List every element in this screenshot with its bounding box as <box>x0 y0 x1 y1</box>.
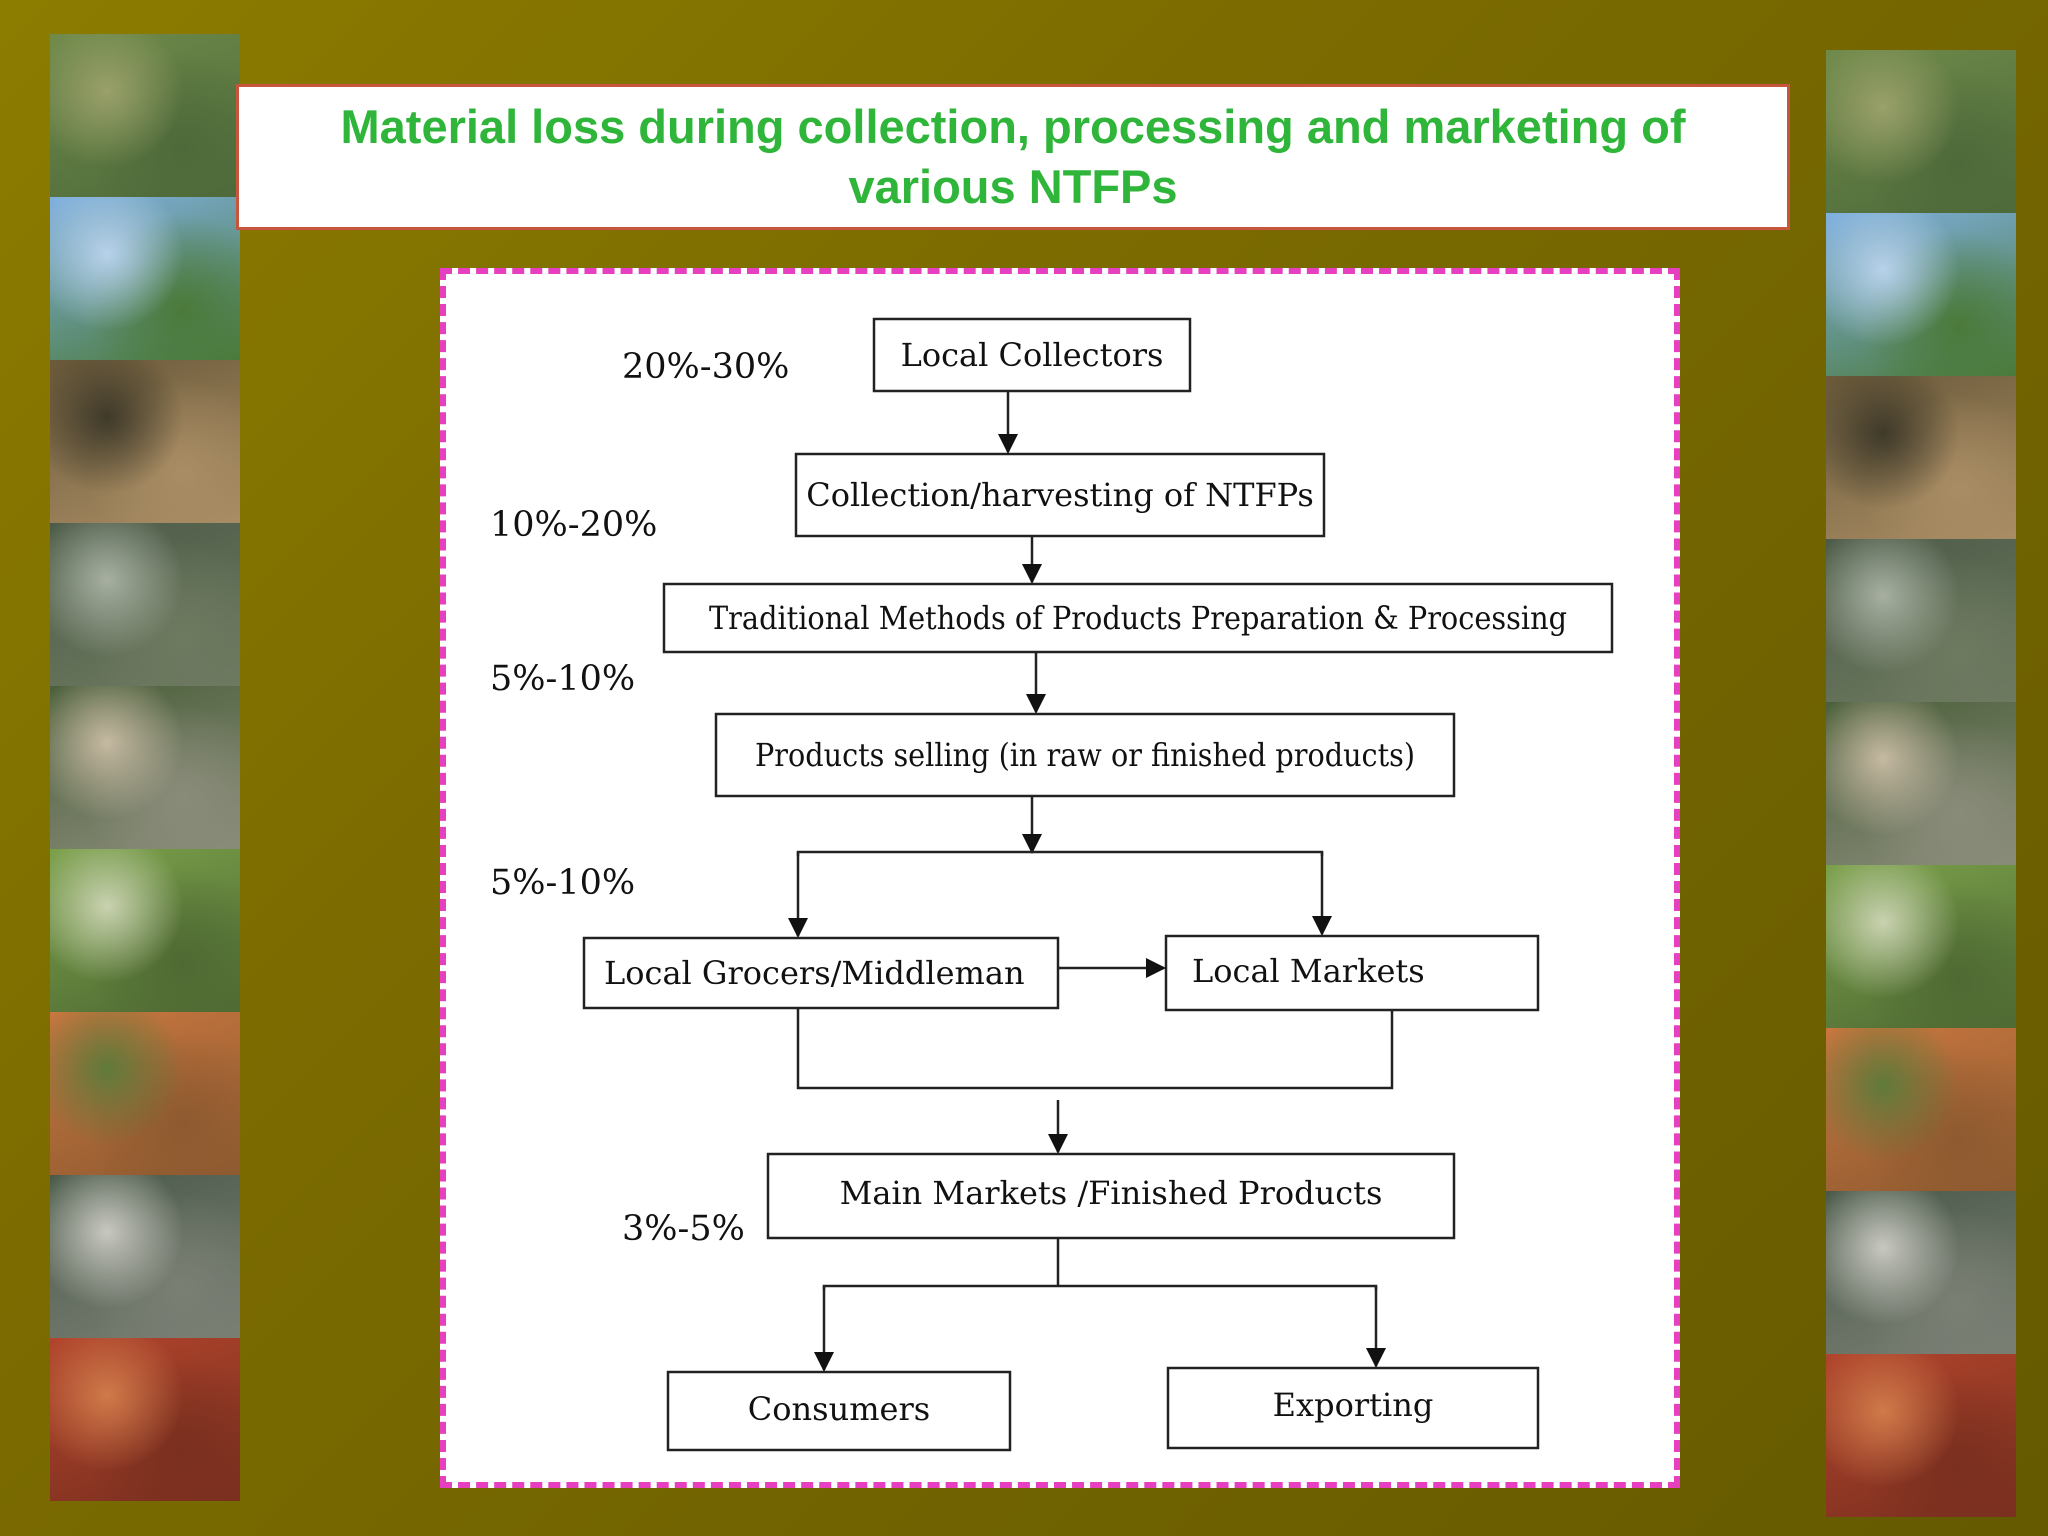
left-photo-strip <box>50 34 240 1501</box>
people-processing-photo <box>1826 702 2016 865</box>
merge-line <box>796 1008 1394 1090</box>
loss-collection: 10%-20% <box>490 505 657 545</box>
node-traditional <box>662 582 1614 654</box>
node-local-collectors <box>872 317 1192 393</box>
homestead-photo <box>50 849 240 1012</box>
label-exporting: Exporting <box>1273 1386 1434 1424</box>
red-fruits-photo <box>1826 1354 2016 1517</box>
label-local-markets: Local Markets <box>1192 952 1425 990</box>
homestead-photo <box>1826 865 2016 1028</box>
loss-selling: 5%-10% <box>490 863 635 903</box>
tree-photo <box>50 197 240 360</box>
node-consumers <box>666 1370 1012 1452</box>
node-exporting <box>1166 1366 1540 1450</box>
loss-processing: 5%-10% <box>490 659 635 699</box>
node-main-markets <box>766 1152 1456 1240</box>
flow-diagram-frame: Local Collectors Collection/harvesting o… <box>440 268 1680 1488</box>
title-box: Material loss during collection, process… <box>236 84 1790 230</box>
flow-diagram: Local Collectors Collection/harvesting o… <box>490 317 1614 1452</box>
node-local-markets <box>1164 934 1540 1012</box>
loss-collectors: 20%-30% <box>622 347 789 387</box>
branch-line-main <box>822 1284 1378 1290</box>
wooden-crate-photo <box>1826 1028 2016 1191</box>
wooden-crate-photo <box>50 1012 240 1175</box>
slide-title: Material loss during collection, process… <box>340 100 1686 213</box>
market-crowd-photo <box>1826 1191 2016 1354</box>
label-local-collectors: Local Collectors <box>901 336 1164 374</box>
forest-hillside-photo <box>1826 539 2016 702</box>
red-fruits-photo <box>50 1338 240 1501</box>
woman-in-field-photo <box>50 34 240 197</box>
forest-hillside-photo <box>50 523 240 686</box>
label-collection: Collection/harvesting of NTFPs <box>806 476 1314 514</box>
branch-line-selling <box>796 850 1324 856</box>
loss-main-markets: 3%-5% <box>622 1209 745 1249</box>
woman-in-field-photo <box>1826 50 2016 213</box>
child-carrying-bark-photo <box>50 360 240 523</box>
people-processing-photo <box>50 686 240 849</box>
label-traditional: Traditional Methods of Products Preparat… <box>709 599 1567 637</box>
label-main-markets: Main Markets /Finished Products <box>840 1174 1383 1212</box>
market-crowd-photo <box>50 1175 240 1338</box>
label-grocers: Local Grocers/Middleman <box>604 954 1025 992</box>
node-collection <box>794 452 1326 538</box>
label-selling: Products selling (in raw or finished pro… <box>755 736 1415 774</box>
tree-photo <box>1826 213 2016 376</box>
node-selling <box>714 712 1456 798</box>
label-consumers: Consumers <box>748 1390 930 1428</box>
node-grocers <box>582 936 1060 1010</box>
child-carrying-bark-photo <box>1826 376 2016 539</box>
right-photo-strip <box>1826 50 2016 1517</box>
